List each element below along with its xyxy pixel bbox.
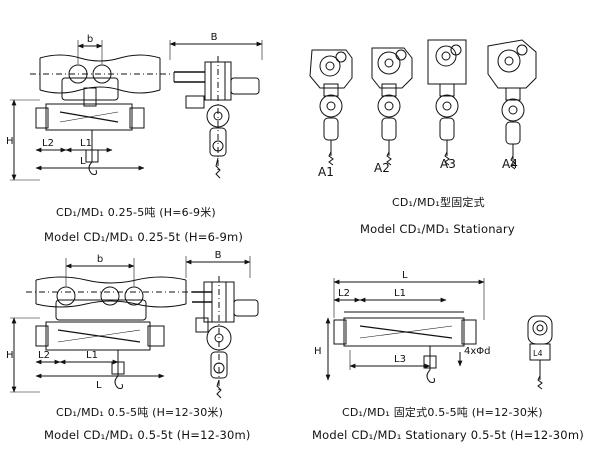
caption-bottom-left-en: Model CD₁/MD₁ 0.5-5t (H=12-30m) (44, 428, 251, 442)
stationary-variant-a2 (371, 47, 413, 166)
stationary-hoist-front-view (333, 311, 477, 383)
caption-top-left-en: Model CD₁/MD₁ 0.25-5t (H=6-9m) (44, 230, 244, 244)
caption-bottom-right-en: Model CD₁/MD₁ Stationary 0.5-5t (H=12-30… (312, 428, 584, 442)
dimension-lines-front-small (10, 40, 145, 181)
dimension-lines-stationary (325, 278, 485, 381)
dim-label-b-bottom: b (97, 254, 103, 265)
hoist-side-view-large (185, 256, 259, 399)
dim-label-L1-stationary: L1 (394, 288, 406, 299)
caption-bottom-left-cn: CD₁/MD₁ 0.5-5吨 (H=12-30米) (56, 406, 224, 419)
variant-label-a1: A1 (318, 165, 334, 179)
caption-top-left-cn: CD₁/MD₁ 0.25-5吨 (H=6-9米) (56, 206, 216, 219)
dim-label-H-bottom: H (6, 350, 14, 361)
stationary-variant-a1 (309, 49, 353, 166)
dim-label-L1-bottom: L1 (86, 350, 98, 361)
variant-label-a3: A3 (440, 157, 456, 171)
dim-label-L4-stationary: L4 (533, 349, 543, 358)
dim-label-L-bottom: L (96, 380, 102, 391)
caption-top-right-en: Model CD₁/MD₁ Stationary (360, 222, 515, 236)
dim-label-L-stationary: L (402, 270, 408, 281)
dim-label-L2-top: L2 (42, 138, 54, 149)
dim-label-L2-stationary: L2 (338, 288, 350, 299)
variant-label-a4: A4 (502, 157, 518, 171)
dim-label-holes-stationary: 4xΦd (464, 346, 491, 357)
stationary-variant-a3 (427, 39, 467, 166)
stationary-variant-a4 (487, 39, 537, 170)
dim-label-H-stationary: H (314, 346, 322, 357)
dim-label-B-top: B (211, 32, 218, 43)
stationary-hoist-side-view (527, 315, 553, 390)
dim-label-B-bottom: B (215, 250, 222, 261)
hoist-front-view-large (26, 276, 196, 389)
variant-label-a2: A2 (374, 161, 390, 175)
dimension-lines-front-large (10, 258, 165, 393)
dim-label-L1-top: L1 (80, 138, 92, 149)
caption-bottom-right-cn: CD₁/MD₁ 固定式0.5-5吨 (H=12-30米) (342, 406, 543, 419)
caption-top-right-cn: CD₁/MD₁型固定式 (392, 196, 485, 209)
dim-label-H-top: H (6, 136, 14, 147)
dim-label-L3-stationary: L3 (394, 354, 406, 365)
hoist-side-view-small (169, 40, 263, 179)
dim-label-L-top: L (80, 156, 86, 167)
dim-label-L2-bottom: L2 (38, 350, 50, 361)
dim-label-b-top: b (87, 34, 93, 45)
hoist-front-view-small (30, 54, 170, 175)
